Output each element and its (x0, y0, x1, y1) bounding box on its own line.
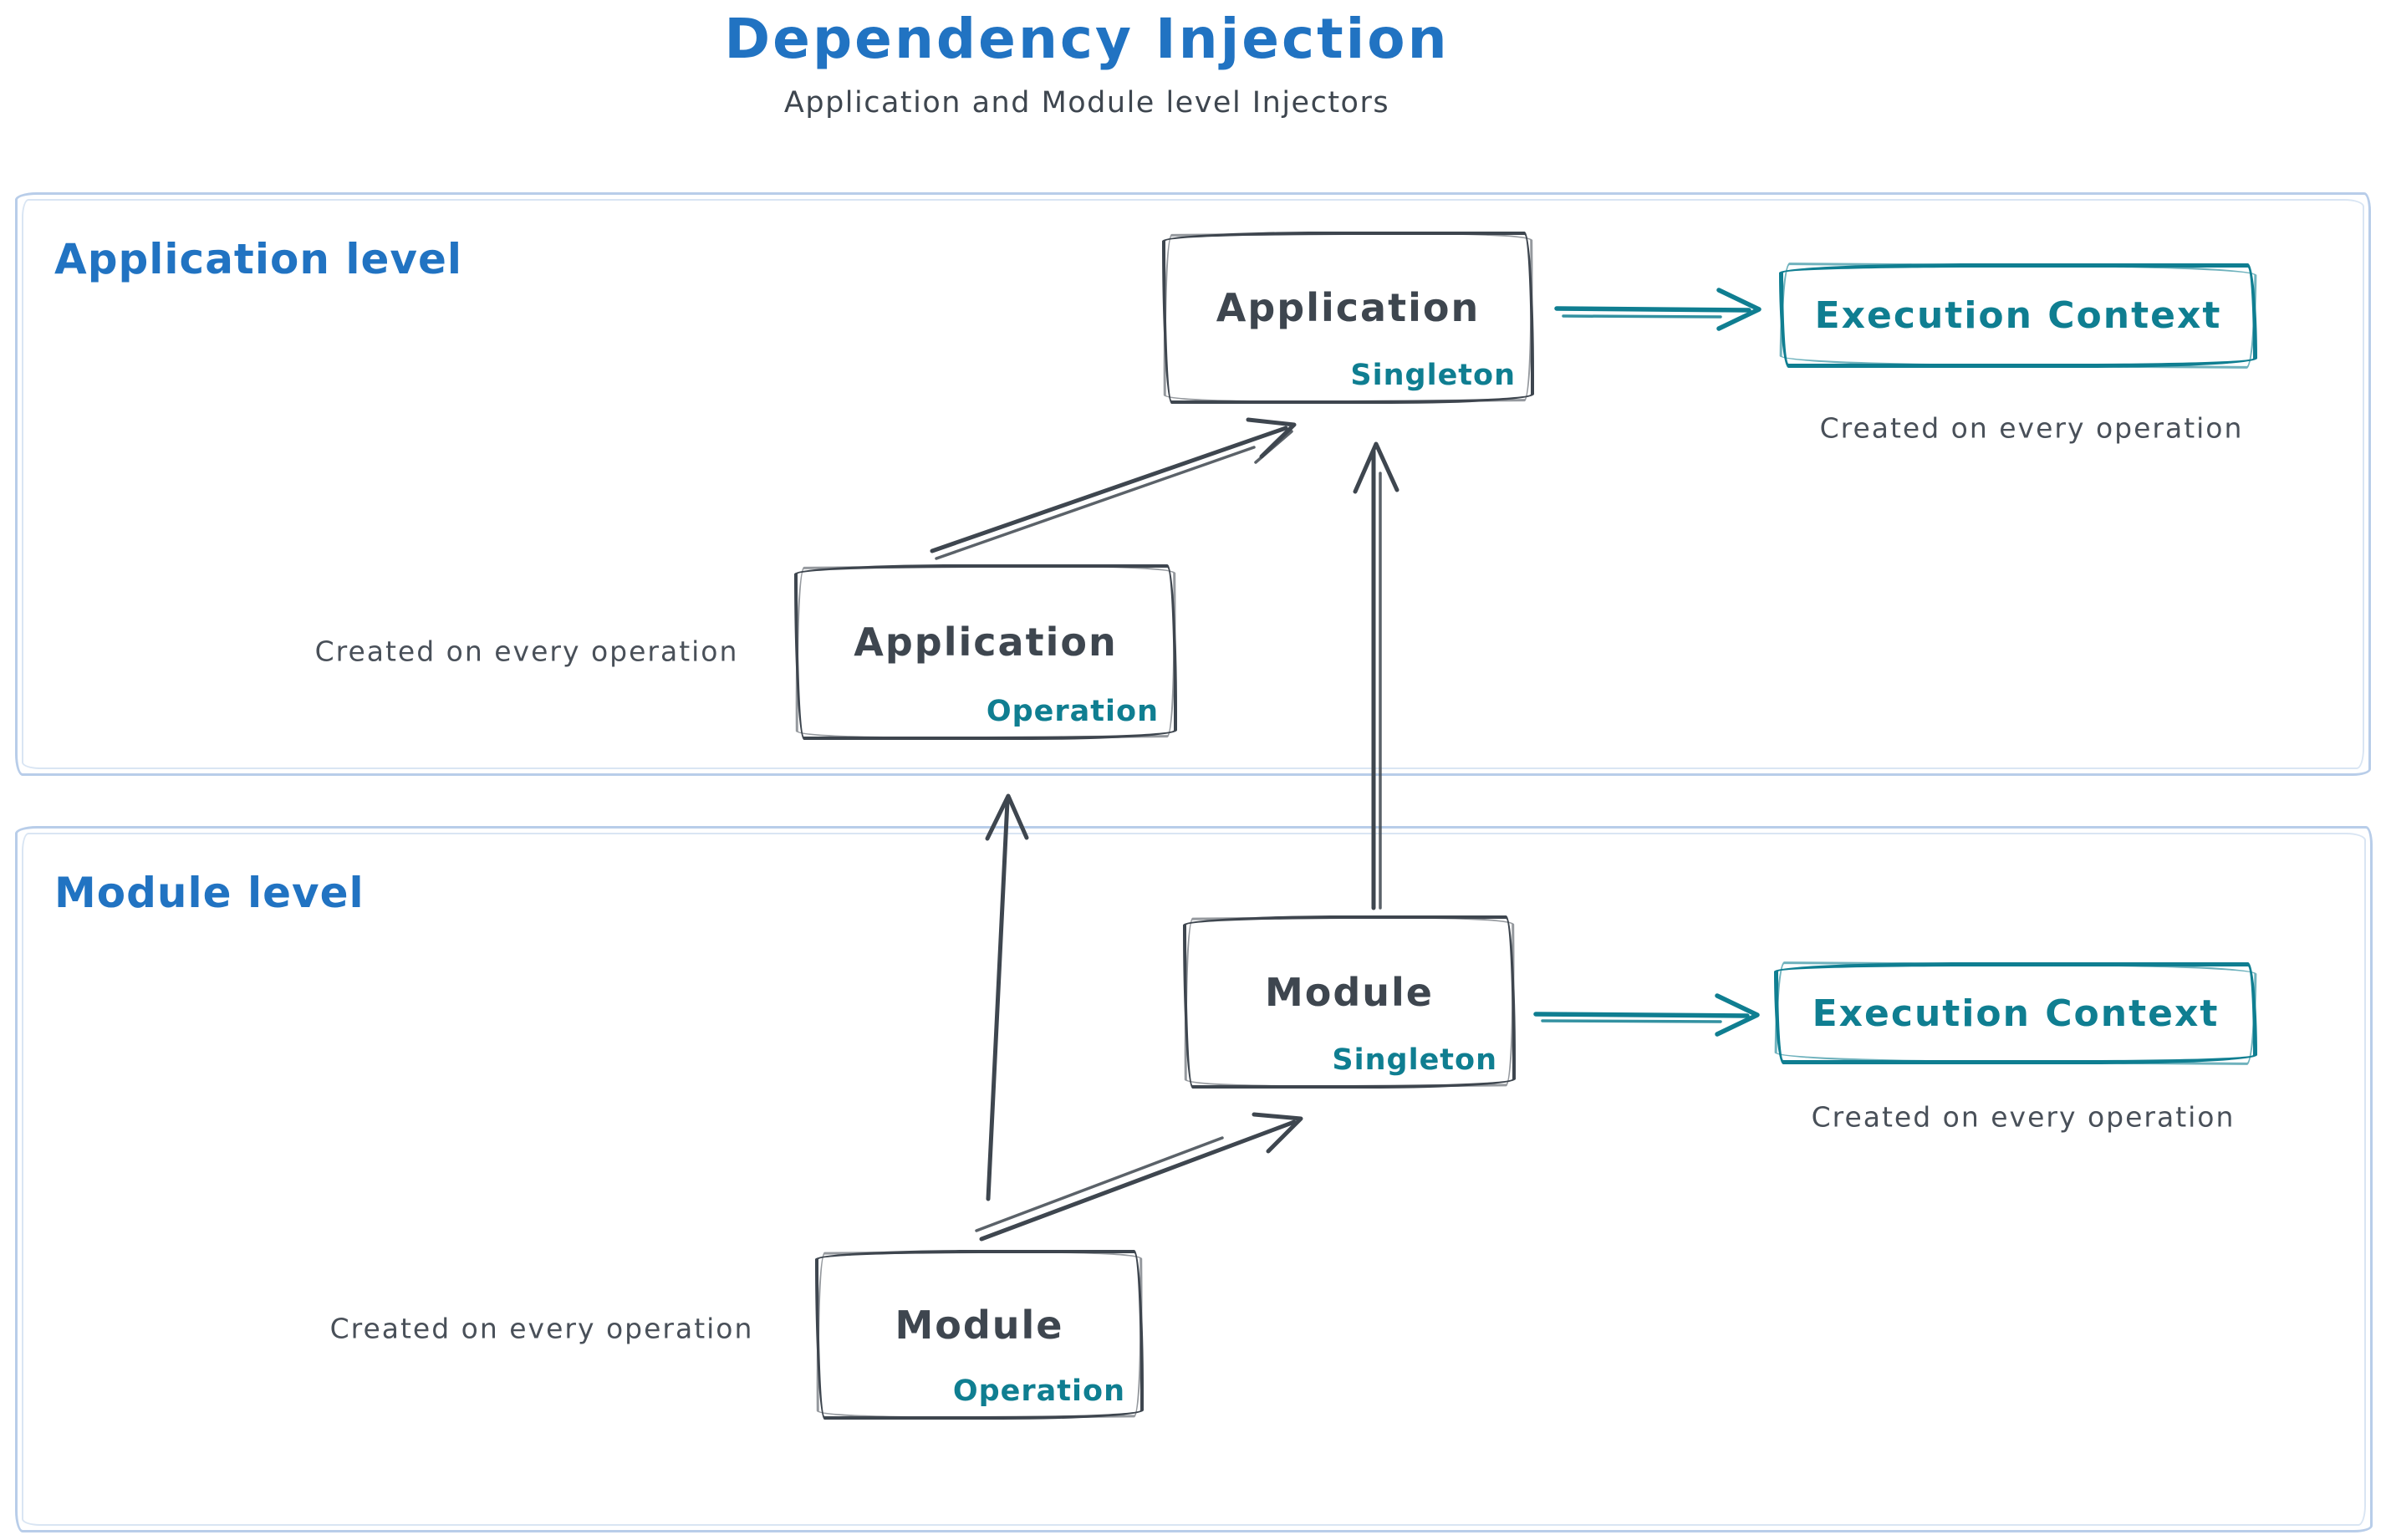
diagram-subtitle: Application and Module level Injectors (783, 85, 1390, 120)
application-execution-context-caption: Created on every operation (1819, 411, 2244, 445)
module-singleton-box: Module Singleton (1183, 915, 1516, 1089)
application-singleton-box: Application Singleton (1162, 232, 1534, 404)
diagram-header: Dependency Injection Application and Mod… (468, 5, 1705, 120)
application-execution-context-box: Execution Context (1779, 263, 2257, 368)
module-operation-caption: Created on every operation (329, 1312, 754, 1345)
application-operation-title: Application (854, 620, 1118, 665)
module-operation-scope: Operation (952, 1374, 1125, 1408)
module-execution-context-caption: Created on every operation (1811, 1100, 2236, 1134)
module-operation-title: Module (895, 1302, 1064, 1348)
application-operation-caption: Created on every operation (314, 635, 739, 668)
module-operation-box: Module Operation (815, 1250, 1144, 1420)
application-operation-box: Application Operation (794, 564, 1177, 740)
module-execution-context-box: Execution Context (1774, 962, 2257, 1064)
module-level-label: Module level (54, 869, 365, 917)
module-execution-context-label: Execution Context (1812, 992, 2220, 1035)
application-singleton-scope: Singleton (1350, 359, 1516, 392)
application-operation-scope: Operation (986, 695, 1159, 728)
application-execution-context-label: Execution Context (1814, 294, 2222, 337)
application-level-container: Application level (15, 192, 2371, 776)
diagram-title: Dependency Injection (724, 7, 1450, 71)
module-singleton-scope: Singleton (1332, 1043, 1497, 1077)
module-level-container: Module level (15, 826, 2373, 1532)
application-singleton-title: Application (1216, 285, 1481, 330)
application-level-label: Application level (54, 235, 463, 283)
module-singleton-title: Module (1264, 969, 1435, 1015)
